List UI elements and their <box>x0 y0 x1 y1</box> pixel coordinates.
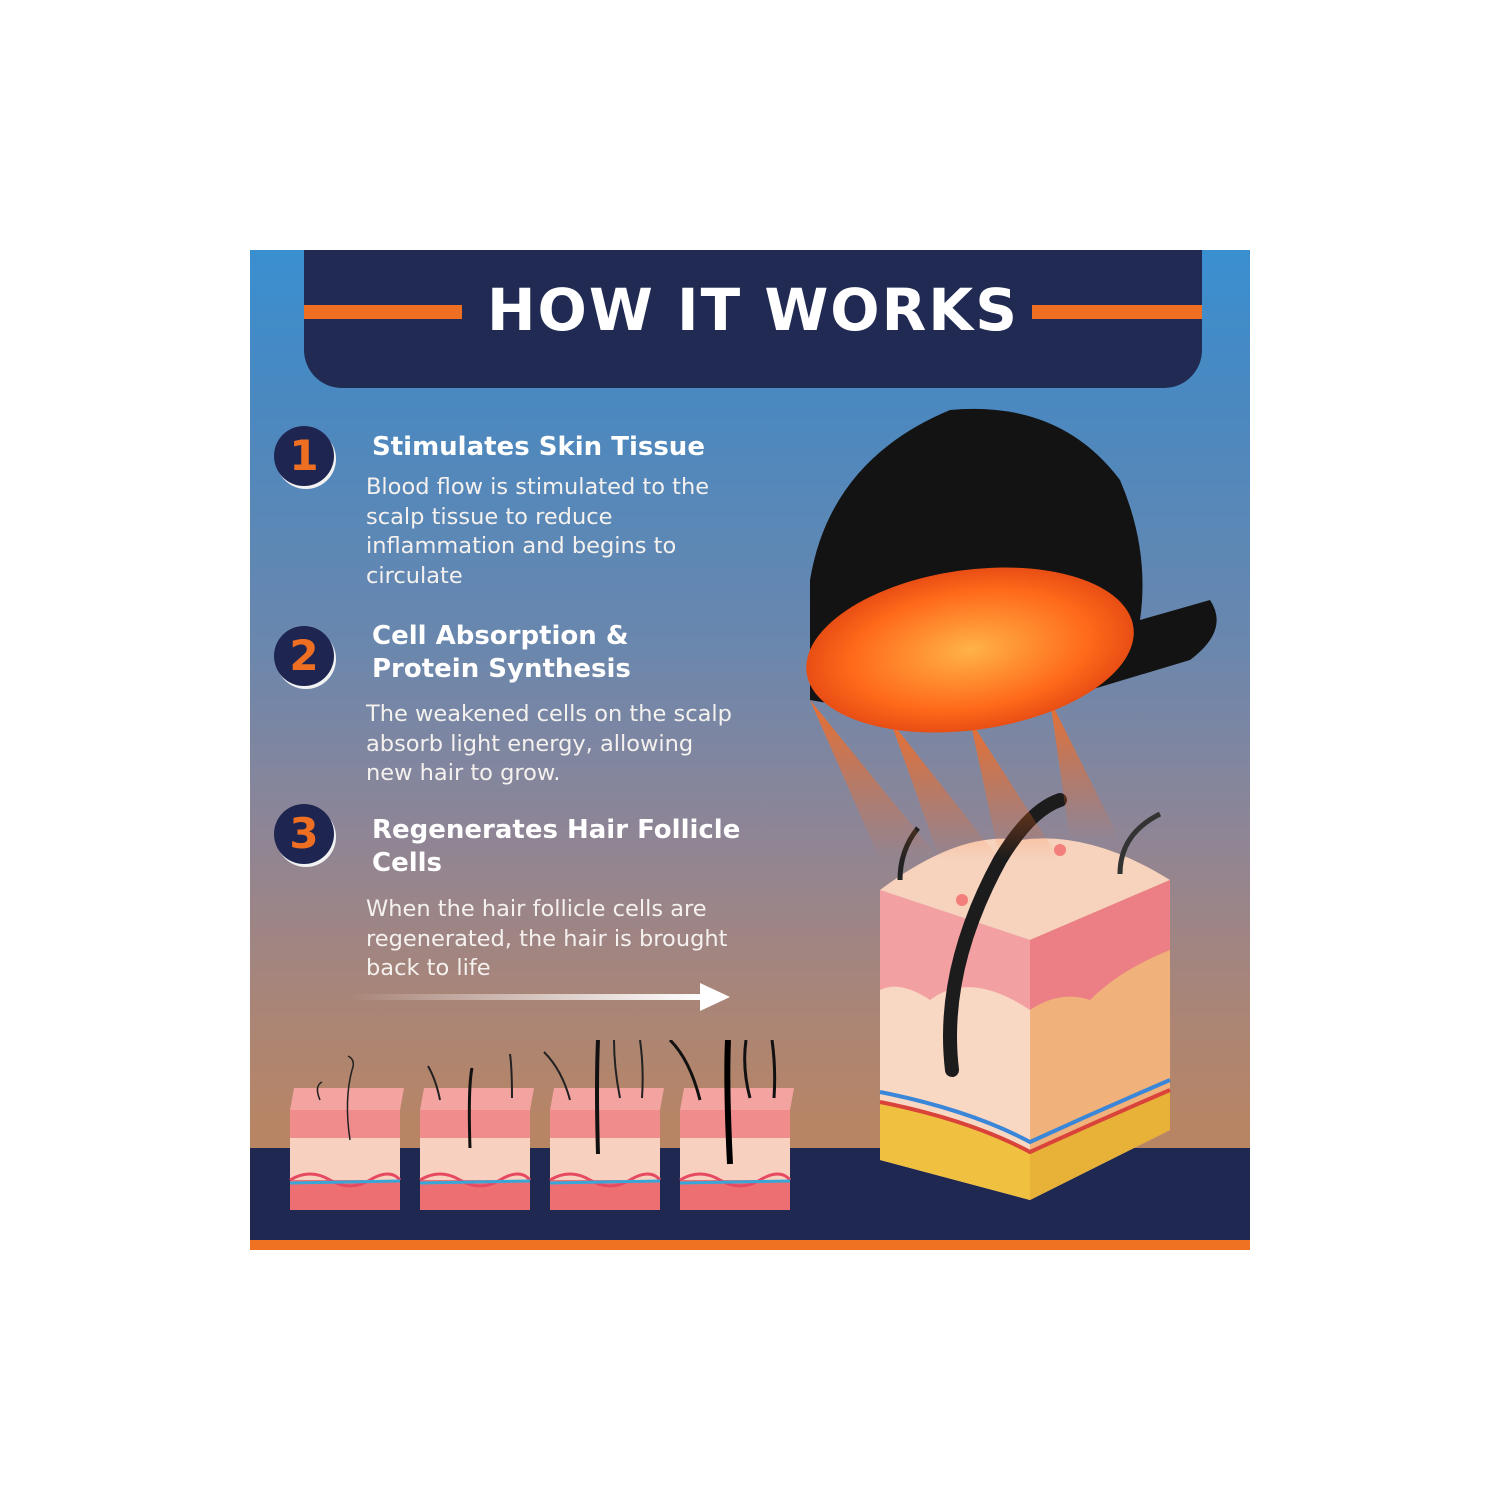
page-title: HOW IT WORKS <box>486 276 1019 344</box>
step-description: Blood flow is stimulated to the scalp ti… <box>366 474 710 589</box>
step-title: Regenerates Hair Follicle Cells <box>372 815 741 878</box>
header-accent-line-left <box>304 305 462 319</box>
skin-cube-stage-4 <box>668 1040 794 1210</box>
step-number-badge: 3 <box>274 804 334 864</box>
step-description: When the hair follicle cells are regener… <box>366 896 728 981</box>
header-accent-line-right <box>1032 305 1202 319</box>
how-it-works-infographic: HOW IT WORKS 1 Stimulates Skin Tissue Bl… <box>250 250 1250 1250</box>
skin-cube-stage-1 <box>289 1055 404 1210</box>
step-3: 3 Regenerates Hair Follicle Cells When t… <box>274 804 754 984</box>
progress-arrow-icon <box>350 983 730 1011</box>
step-number-badge: 2 <box>274 626 334 686</box>
red-light-therapy-cap-icon <box>806 408 1217 860</box>
hair-growth-progression <box>289 1040 794 1210</box>
step-2: 2 Cell Absorption & Protein Synthesis Th… <box>274 621 754 796</box>
orange-bottom-stripe <box>250 1240 1250 1250</box>
skin-cube-stage-2 <box>419 1053 534 1210</box>
step-title: Stimulates Skin Tissue <box>372 432 705 462</box>
step-number-badge: 1 <box>274 426 334 486</box>
step-1: 1 Stimulates Skin Tissue Blood flow is s… <box>274 426 754 596</box>
skin-cube-stage-3 <box>543 1040 664 1210</box>
step-title: Cell Absorption & Protein Synthesis <box>372 621 631 684</box>
step-description: The weakened cells on the scalp absorb l… <box>366 701 732 786</box>
scalp-cross-section-illustration <box>879 793 1171 1200</box>
header-banner: HOW IT WORKS <box>304 250 1202 388</box>
